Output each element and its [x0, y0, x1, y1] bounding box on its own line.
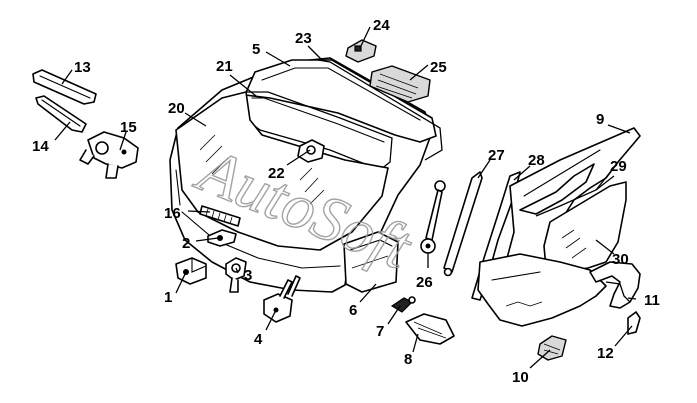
callout-4: 4 — [254, 331, 263, 348]
rear-quarter-lower — [477, 253, 607, 327]
callout-14: 14 — [32, 138, 49, 155]
lock-housing — [175, 257, 207, 285]
quarter-window-seal — [535, 175, 615, 217]
callout-16: 16 — [164, 205, 181, 222]
wheel-arch-trim — [589, 261, 641, 309]
callout-21: 21 — [216, 58, 233, 75]
callout-labels: 1 2 3 4 5 6 7 8 9 10 11 12 13 14 15 16 2… — [32, 17, 660, 386]
clip-part — [345, 39, 377, 63]
callout-27: 27 — [488, 147, 505, 164]
callout-8: 8 — [404, 351, 412, 368]
callout-30: 30 — [612, 251, 629, 268]
wiper-motor — [79, 131, 139, 179]
callout-25: 25 — [430, 59, 447, 76]
callout-2: 2 — [182, 235, 190, 252]
callout-3: 3 — [244, 267, 252, 284]
callout-9: 9 — [596, 111, 604, 128]
callout-7: 7 — [376, 323, 384, 340]
callout-11: 11 — [644, 292, 660, 309]
callout-29: 29 — [610, 158, 627, 175]
callout-12: 12 — [597, 345, 614, 362]
callout-23: 23 — [295, 30, 312, 47]
callout-13: 13 — [74, 59, 91, 76]
support-strut — [443, 171, 483, 277]
tailgate-glass — [175, 91, 389, 251]
lock-cylinder — [225, 257, 247, 293]
callout-20: 20 — [168, 100, 185, 117]
hose — [605, 281, 631, 303]
window-seal — [317, 59, 443, 161]
callout-5: 5 — [252, 41, 260, 58]
callout-15: 15 — [120, 119, 137, 136]
callout-6: 6 — [349, 302, 357, 319]
connector — [390, 296, 416, 313]
callout-26: 26 — [416, 274, 433, 291]
latch-cover — [207, 229, 237, 247]
callout-10: 10 — [512, 369, 529, 386]
wiper-motor-cover — [297, 139, 325, 163]
wiper-arm — [32, 69, 97, 105]
gas-strut — [420, 180, 446, 254]
lamp-lens — [405, 313, 455, 345]
callout-24: 24 — [373, 17, 390, 34]
clip-bolt — [627, 311, 641, 335]
callout-22: 22 — [268, 165, 285, 182]
hinge — [263, 275, 301, 323]
callout-28: 28 — [528, 152, 545, 169]
license-panel — [343, 231, 399, 293]
leader-lines — [54, 26, 637, 369]
wiper-blade — [35, 95, 87, 133]
callout-1: 1 — [164, 289, 172, 306]
